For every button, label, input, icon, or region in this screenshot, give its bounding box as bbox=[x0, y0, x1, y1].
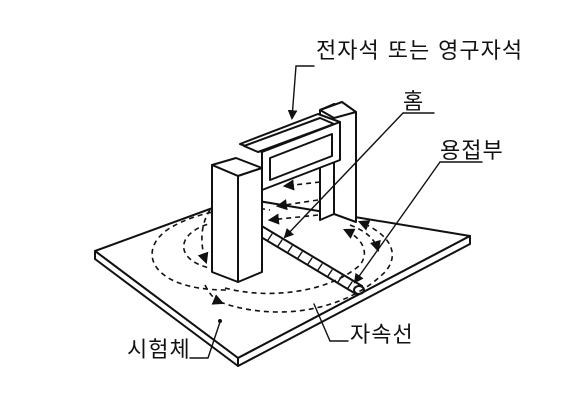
inner-flux-lines bbox=[267, 179, 321, 225]
yoke-front-leg bbox=[211, 157, 263, 283]
specimen-label: 시험체 bbox=[127, 338, 191, 363]
leader-lines bbox=[189, 65, 483, 359]
specimen-plate bbox=[94, 197, 471, 367]
yoke-crossbar bbox=[239, 113, 341, 191]
magnet-label: 전자석 또는 영구자석 bbox=[316, 39, 524, 64]
flux-line-label: 자속선 bbox=[350, 323, 414, 348]
groove-label: 홈 bbox=[403, 90, 425, 115]
weld-label: 용접부 bbox=[440, 139, 504, 164]
